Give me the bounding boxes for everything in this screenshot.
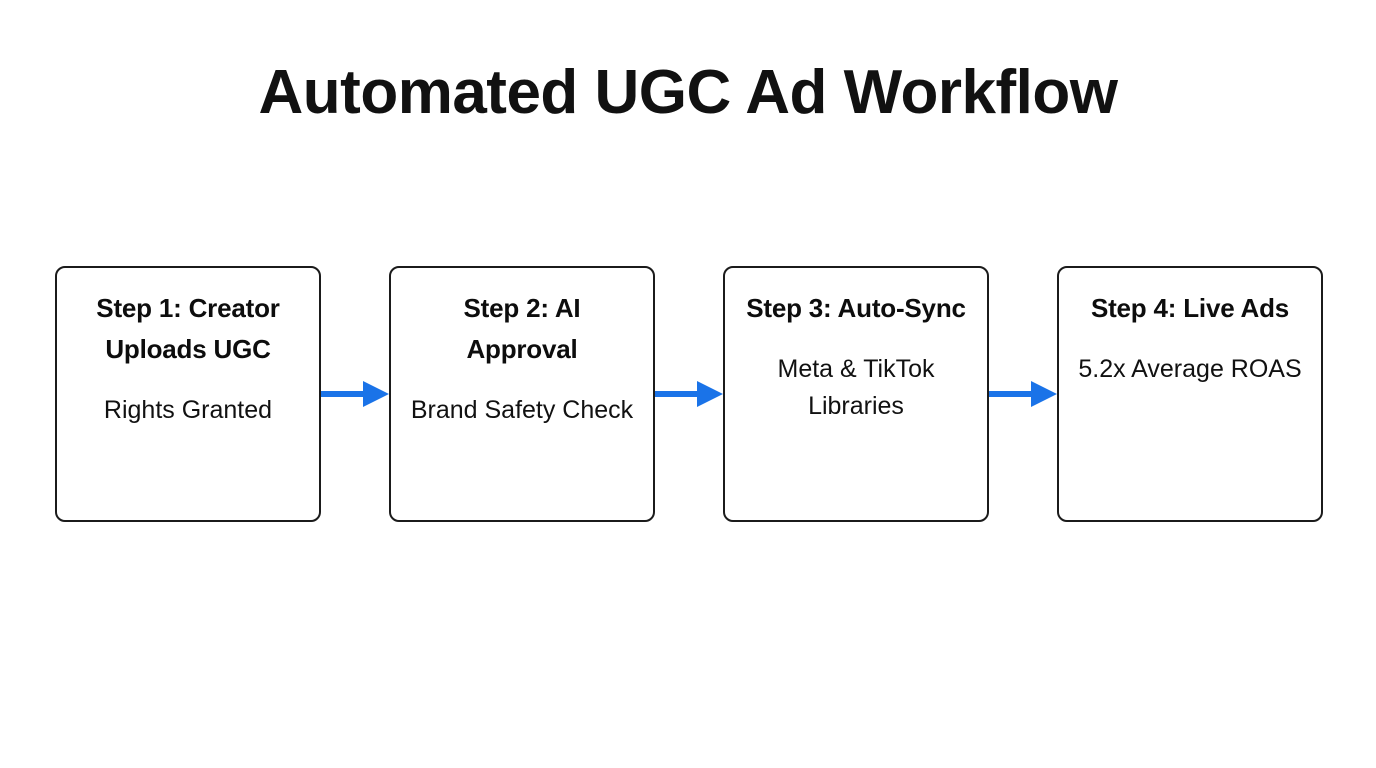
step-box-1[interactable]: Step 1: Creator Uploads UGC Rights Grant… bbox=[55, 266, 321, 522]
step-box-3[interactable]: Step 3: Auto-Sync Meta & TikTok Librarie… bbox=[723, 266, 989, 522]
connector-2 bbox=[655, 266, 723, 522]
step-title: Step 4: Live Ads bbox=[1090, 293, 1290, 323]
step-subtitle: Rights Granted bbox=[103, 396, 273, 424]
connector-1 bbox=[321, 266, 389, 522]
arrow-right-icon bbox=[655, 379, 723, 409]
arrow-right-icon bbox=[989, 379, 1057, 409]
step-subtitle: Meta & TikTok Libraries bbox=[777, 355, 935, 420]
step-subtitle: Brand Safety Check bbox=[410, 396, 634, 424]
step-title: Step 2: AI Approval bbox=[463, 293, 581, 364]
page-title: Automated UGC Ad Workflow bbox=[258, 58, 1118, 127]
step-box-4[interactable]: Step 4: Live Ads 5.2x Average ROAS bbox=[1057, 266, 1323, 522]
step-subtitle: 5.2x Average ROAS bbox=[1078, 355, 1302, 383]
arrow-right-icon bbox=[321, 379, 389, 409]
step-title: Step 1: Creator Uploads UGC bbox=[96, 293, 280, 364]
step-box-2[interactable]: Step 2: AI Approval Brand Safety Check bbox=[389, 266, 655, 522]
connector-3 bbox=[989, 266, 1057, 522]
workflow-flow-row: Step 1: Creator Uploads UGC Rights Grant… bbox=[55, 266, 1323, 522]
step-title: Step 3: Auto-Sync bbox=[746, 293, 966, 323]
